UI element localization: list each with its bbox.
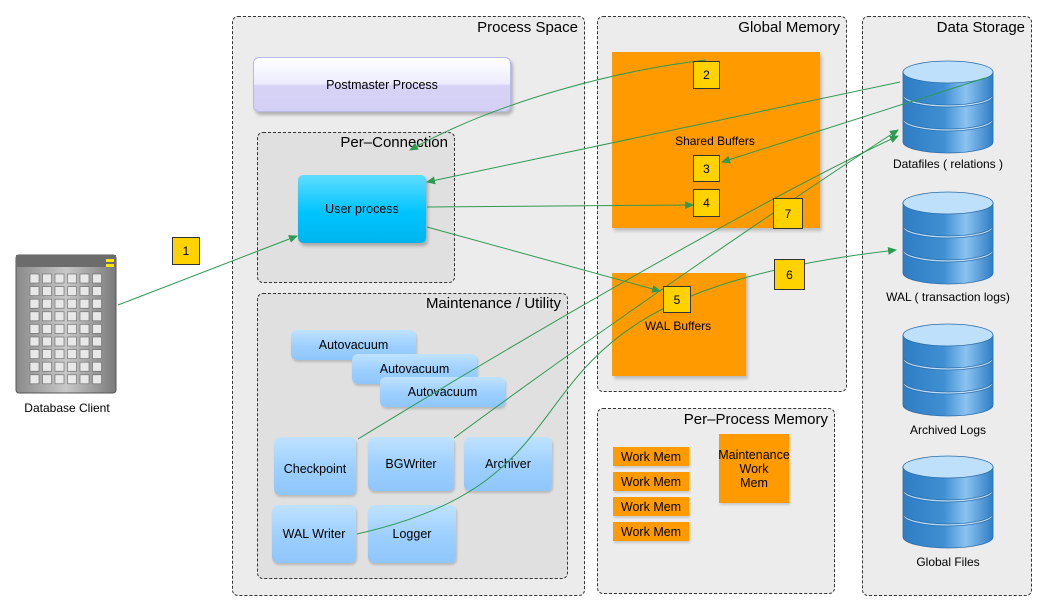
step-badge-6: 6 [774, 259, 805, 290]
wal-store [897, 189, 999, 287]
maintenance-work-mem-line: Mem [740, 475, 768, 490]
datafiles-label: Datafiles ( relations ) [892, 157, 1004, 171]
work-mem-label: Work Mem [620, 524, 682, 539]
work-mem-block: Work Mem [613, 497, 689, 516]
data-storage-title: Data Storage [936, 19, 1025, 36]
bgwriter-label: BGWriter [385, 457, 437, 471]
step-number: 5 [673, 292, 681, 307]
step-badge-2: 2 [693, 61, 720, 89]
step-number: 6 [786, 267, 793, 282]
process-space-title: Process Space [477, 19, 578, 36]
step-number: 7 [784, 206, 792, 221]
per-connection-title: Per–Connection [340, 134, 448, 151]
global-files-store [897, 453, 999, 551]
database-cylinder-icon [902, 60, 994, 154]
step-number: 4 [703, 196, 710, 210]
database-client: Database Client [14, 254, 120, 424]
logger-process: Logger [368, 505, 456, 563]
work-mem-block: Work Mem [613, 522, 689, 541]
work-mem-label: Work Mem [620, 474, 682, 489]
global-memory-title: Global Memory [738, 19, 840, 36]
wal-label: WAL ( transaction logs) [886, 290, 1010, 304]
maintenance-work-mem-line: Work [739, 461, 769, 476]
database-cylinder-icon [902, 323, 994, 417]
checkpoint-process: Checkpoint [274, 437, 356, 495]
postmaster-process: Postmaster Process [253, 57, 511, 112]
work-mem-label: Work Mem [620, 449, 682, 464]
step-badge-7: 7 [773, 198, 803, 229]
archived-logs-label: Archived Logs [909, 423, 987, 437]
logger-label: Logger [392, 527, 432, 541]
archiver-label: Archiver [485, 457, 531, 471]
step-badge-1: 1 [172, 237, 200, 265]
step-badge-4: 4 [693, 189, 720, 217]
per-process-memory-title: Per–Process Memory [683, 411, 828, 428]
archived-logs-store [897, 321, 999, 419]
wal-writer-process: WAL Writer [272, 505, 356, 563]
work-mem-block: Work Mem [613, 472, 689, 491]
step-number: 2 [703, 68, 710, 82]
autovacuum-label: Autovacuum [379, 362, 450, 376]
step-number: 1 [182, 244, 190, 258]
database-cylinder-icon [902, 455, 994, 549]
user-process: User process [298, 175, 426, 243]
postmaster-label: Postmaster Process [326, 77, 438, 92]
wal-writer-label: WAL Writer [282, 527, 346, 541]
database-cylinder-icon [902, 191, 994, 285]
server-icon [15, 254, 117, 394]
wal-buffers-label: WAL Buffers [644, 319, 712, 333]
maintenance-work-mem-block: Maintenance Work Mem [718, 434, 790, 503]
user-process-label: User process [325, 202, 399, 216]
maintenance-title: Maintenance / Utility [425, 295, 561, 312]
step-badge-3: 3 [693, 155, 720, 182]
step-number: 3 [703, 161, 710, 176]
autovacuum-box-3: Autovacuum [380, 377, 505, 407]
step-badge-5: 5 [663, 286, 691, 313]
shared-buffers-label: Shared Buffers [675, 134, 755, 148]
bgwriter-process: BGWriter [368, 437, 454, 491]
autovacuum-label: Autovacuum [407, 385, 478, 399]
global-files-label: Global Files [916, 555, 980, 569]
work-mem-block: Work Mem [613, 447, 689, 466]
autovacuum-label: Autovacuum [318, 338, 389, 352]
client-label: Database Client [24, 401, 110, 415]
checkpoint-label: Checkpoint [283, 462, 347, 476]
datafiles-store [897, 58, 999, 156]
archiver-process: Archiver [464, 437, 552, 491]
maintenance-work-mem-line: Maintenance [718, 447, 790, 462]
work-mem-label: Work Mem [620, 499, 682, 514]
